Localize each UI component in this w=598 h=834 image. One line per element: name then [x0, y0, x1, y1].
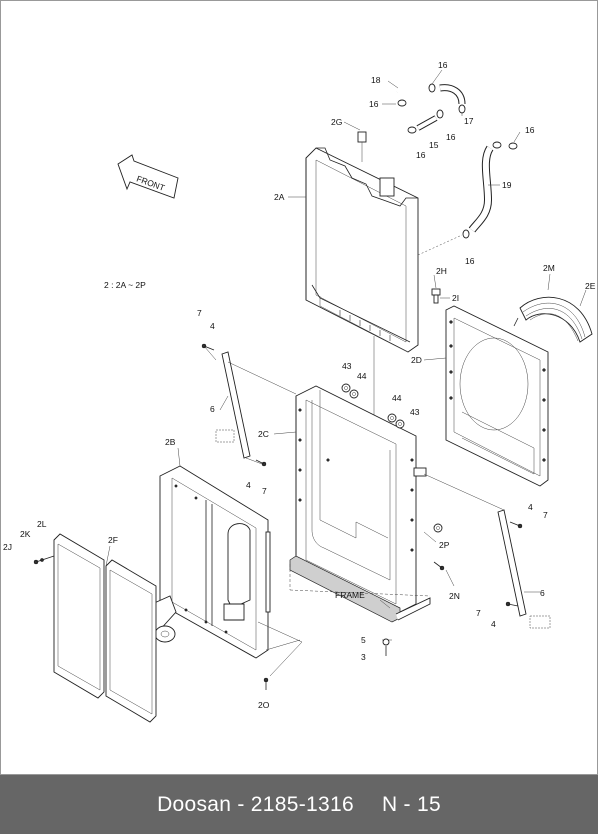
callout-2P: 2P: [439, 540, 450, 550]
callout-4: 4: [246, 480, 251, 490]
callout-2H: 2H: [436, 266, 447, 276]
callout-7: 7: [197, 308, 202, 318]
part-number: Doosan - 2185-1316: [157, 792, 354, 816]
radiator-support-frame: [289, 385, 431, 623]
diagram-canvas: FRONT 2 : 2A ~ 2P: [0, 0, 598, 775]
callout-2D: 2D: [411, 355, 422, 365]
callout-2O: 2O: [258, 700, 270, 710]
page-reference: N - 15: [381, 792, 441, 816]
leader-lines: [105, 69, 587, 677]
callout-2M: 2M: [543, 263, 555, 273]
callout-43: 43: [410, 407, 420, 417]
footer-bar: Doosan - 2185-1316 N - 15: [0, 775, 598, 834]
callout-16: 16: [446, 132, 456, 142]
callout-2N: 2N: [449, 591, 460, 601]
callout-43: 43: [342, 361, 352, 371]
range-note: 2 : 2A ~ 2P: [104, 280, 146, 290]
callout-15: 15: [429, 140, 439, 150]
callout-6: 6: [210, 404, 215, 414]
callout-18: 18: [371, 75, 381, 85]
callout-16: 16: [416, 150, 426, 160]
hose-clip: [431, 288, 441, 304]
radiator-core: [305, 147, 463, 430]
radiator-cap: [357, 131, 367, 162]
callout-2E: 2E: [585, 281, 596, 291]
front-arrow-icon: [117, 154, 179, 199]
fan-guard: [513, 296, 593, 343]
stay-rod-right: [497, 509, 527, 617]
frame-label: FRAME: [335, 590, 365, 600]
callout-16: 16: [369, 99, 379, 109]
callout-3: 3: [361, 652, 366, 662]
callout-16: 16: [525, 125, 535, 135]
callout-5: 5: [361, 635, 366, 645]
fasteners: [33, 343, 523, 690]
oil-cooler: [149, 465, 271, 659]
callout-2F: 2F: [108, 535, 118, 545]
fan-shroud: [445, 305, 549, 487]
callout-2C: 2C: [258, 429, 269, 439]
callout-2K: 2K: [20, 529, 31, 539]
screen-left: [53, 533, 105, 699]
callout-7: 7: [543, 510, 548, 520]
callout-44: 44: [392, 393, 402, 403]
callout-2B: 2B: [165, 437, 176, 447]
callout-2J: 2J: [3, 542, 12, 552]
callout-7: 7: [476, 608, 481, 618]
callout-2I: 2I: [452, 293, 459, 303]
callout-7: 7: [262, 486, 267, 496]
exploded-parts-diagram: FRONT 2 : 2A ~ 2P: [0, 0, 598, 775]
callout-2G: 2G: [331, 117, 342, 127]
callout-4: 4: [491, 619, 496, 629]
callout-17: 17: [464, 116, 474, 126]
callout-19: 19: [502, 180, 512, 190]
screen-right: [105, 559, 157, 723]
callout-6: 6: [540, 588, 545, 598]
callout-4: 4: [528, 502, 533, 512]
callout-44: 44: [357, 371, 367, 381]
callout-4: 4: [210, 321, 215, 331]
stay-rod-left: [221, 351, 251, 459]
callout-16: 16: [438, 60, 448, 70]
callout-2A: 2A: [274, 192, 285, 202]
callout-16: 16: [465, 256, 475, 266]
callout-2L: 2L: [37, 519, 47, 529]
